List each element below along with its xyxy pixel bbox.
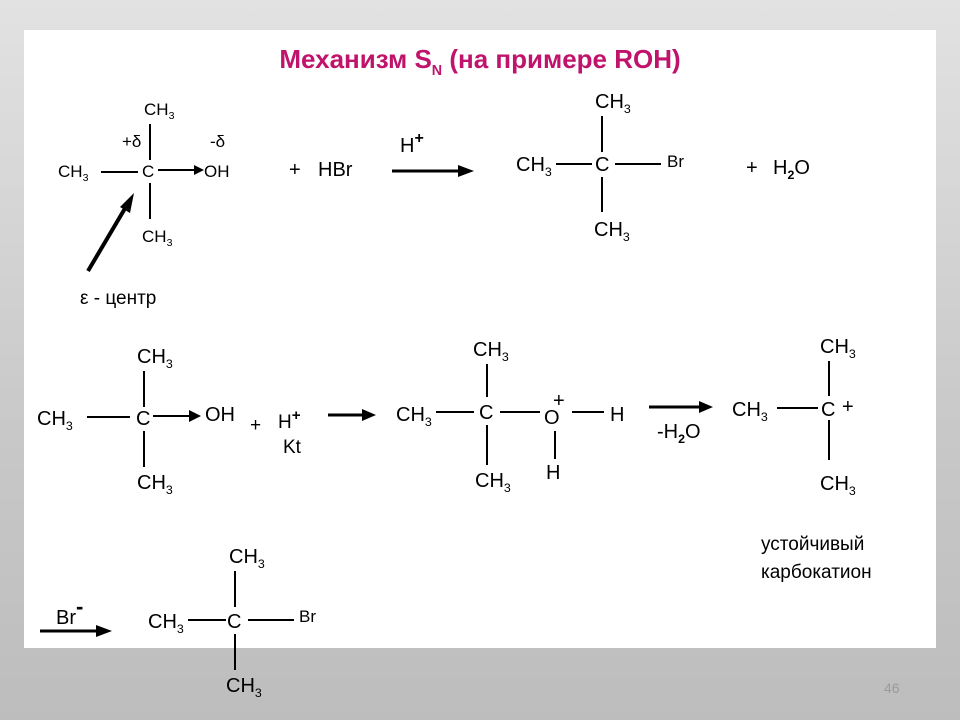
carbon-atom: C (595, 154, 610, 176)
methyl-group: CH3 (820, 473, 856, 499)
methyl-group: CH3 (732, 399, 768, 425)
bond (149, 124, 151, 160)
carbon-atom: C (136, 408, 151, 430)
bond (615, 163, 661, 165)
reaction-arrow-icon (649, 401, 713, 413)
water: H2O (773, 157, 810, 183)
polar-bond-arrow-icon (158, 165, 204, 175)
bond (101, 171, 138, 173)
slide-panel (24, 30, 936, 648)
bond (777, 407, 818, 409)
carbon-atom: C (227, 611, 242, 633)
proton: H+ (278, 406, 301, 433)
methyl-group: CH3 (396, 404, 432, 430)
methyl-group: CH3 (144, 100, 175, 123)
methyl-group: CH3 (594, 219, 630, 245)
caption-line-2: карбокатион (761, 562, 872, 583)
title-rest: (на примере ROH) (442, 44, 681, 74)
hydrogen-bromide: HBr (318, 159, 353, 181)
electrophilic-center-label: ε - центр (80, 288, 157, 309)
hydrogen-atom: H (546, 462, 561, 484)
methyl-group: CH3 (473, 339, 509, 365)
slide-title: Механизм SN (на примере ROH) (0, 44, 960, 78)
catalyst-label: Kt (283, 437, 301, 458)
bromide-ion: Br- (56, 594, 84, 629)
acid-catalyst: H+ (400, 130, 424, 157)
bond (87, 416, 130, 418)
partial-positive-charge: +δ (122, 132, 142, 151)
methyl-group: CH3 (142, 227, 173, 250)
bond (188, 619, 226, 621)
bond (436, 411, 474, 413)
hydroxyl-group: OH (204, 162, 230, 181)
bond (828, 361, 830, 396)
title-main: Механизм S (279, 44, 432, 74)
methyl-group: CH3 (229, 546, 265, 572)
carbon-atom: C (821, 399, 836, 421)
bromine-atom: Br (299, 607, 316, 626)
bromine-atom: Br (667, 152, 684, 171)
bond (234, 634, 236, 670)
methyl-group: CH3 (148, 611, 184, 637)
positive-charge: + (553, 390, 565, 412)
bond (143, 431, 145, 467)
methyl-group: CH3 (37, 408, 73, 434)
methyl-group: CH3 (137, 346, 173, 372)
plus-sign: + (746, 157, 758, 179)
reaction-arrow-icon (328, 409, 376, 421)
partial-negative-charge: -δ (210, 132, 226, 151)
bond (234, 571, 236, 607)
methyl-group: CH3 (475, 470, 511, 496)
methyl-group: CH3 (137, 472, 173, 498)
bond (556, 163, 592, 165)
positive-charge: + (842, 396, 854, 418)
caption-line-1: устойчивый (761, 534, 865, 555)
bond (486, 364, 488, 397)
page-number: 46 (884, 680, 900, 696)
hydroxyl-group: OH (205, 404, 235, 426)
methyl-group: CH3 (595, 91, 631, 117)
bond (601, 116, 603, 152)
methyl-group: CH3 (58, 162, 89, 185)
hydrogen-atom: H (610, 404, 625, 426)
bond (601, 177, 603, 212)
methyl-group: CH3 (820, 336, 856, 362)
bond (248, 619, 294, 621)
bond (554, 431, 556, 459)
reaction-arrow-icon (40, 625, 112, 637)
oxygen-atom: O (544, 407, 560, 429)
plus-sign: + (289, 159, 301, 181)
bond (828, 420, 830, 460)
methyl-group: CH3 (226, 675, 262, 701)
plus-sign: + (250, 415, 262, 436)
bond (486, 425, 488, 465)
electrophilic-center-arrow-icon (86, 193, 134, 273)
polar-bond-arrow-icon (153, 410, 201, 422)
carbon-atom: C (479, 402, 494, 424)
bond (500, 411, 540, 413)
bond (149, 183, 151, 219)
bond (143, 371, 145, 407)
carbon-atom: C (142, 162, 155, 181)
title-subscript: N (431, 63, 443, 80)
bond (572, 411, 604, 413)
methyl-group: CH3 (516, 154, 552, 180)
reaction-arrow-icon (392, 165, 474, 177)
water-loss-label: -H2O (657, 421, 701, 447)
